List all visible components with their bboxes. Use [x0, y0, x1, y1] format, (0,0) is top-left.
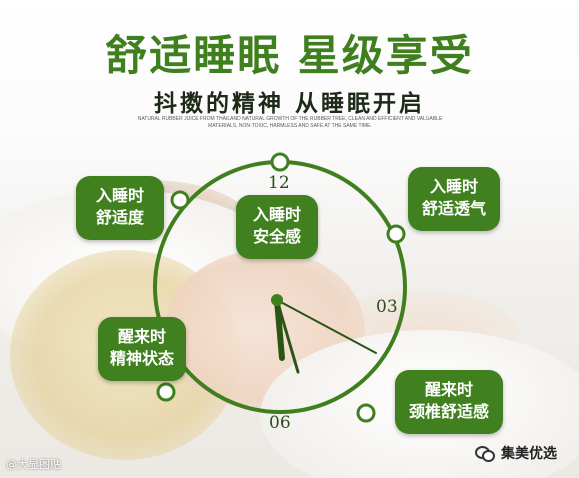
clock-dot-lower-right: [356, 403, 376, 423]
watermark-left: @大显图贴: [6, 458, 61, 471]
bubble-sleep-security: 入睡时 安全感: [236, 195, 318, 259]
bubble-line: 入睡时: [429, 177, 478, 196]
subheadline: 抖擞的精神 从睡眠开启: [153, 91, 425, 117]
wechat-icon: [475, 445, 495, 462]
clock-dot-upper-left: [170, 190, 190, 210]
clock-numeral-03: 03: [376, 297, 398, 317]
fine-print-line-2: MATERIALS, NON-TOXIC, HARMLESS AND SAFE …: [208, 123, 372, 129]
clock-hour-hand: [274, 297, 285, 361]
bubble-line: 舒适度: [95, 208, 144, 227]
clock-second-hand: [276, 299, 377, 354]
watermark-right: 集美优选: [475, 441, 557, 465]
clock-center-pin: [271, 294, 283, 306]
bubble-wake-neck-comfort: 醒来时 颈椎舒适感: [395, 370, 503, 434]
clock-dot-top: [270, 152, 290, 172]
bubble-sleep-breathable: 入睡时 舒适透气: [408, 167, 500, 231]
bubble-line: 颈椎舒适感: [408, 402, 489, 421]
bubble-line: 舒适透气: [421, 199, 486, 218]
bubble-line: 醒来时: [424, 380, 473, 399]
fine-print-line-1: NATURAL RUBBER JUICE FROM THAILAND NATUR…: [137, 116, 443, 122]
clock-dot-upper-right: [386, 224, 406, 244]
bubble-sleep-comfort: 入睡时 舒适度: [76, 176, 164, 240]
bubble-line: 安全感: [252, 227, 301, 246]
bubble-line: 精神状态: [109, 349, 174, 368]
clock-minute-hand: [275, 298, 300, 374]
clock-dot-lower-left: [156, 382, 176, 402]
headline: 舒适睡眠 星级享受: [105, 31, 474, 80]
bubble-line: 醒来时: [117, 327, 166, 346]
bubble-line: 入睡时: [95, 186, 144, 205]
clock-numeral-06: 06: [269, 413, 291, 433]
clock-numeral-12: 12: [268, 173, 290, 193]
watermark-right-text: 集美优选: [501, 446, 557, 462]
bubble-line: 入睡时: [252, 205, 301, 224]
bubble-wake-spirit: 醒来时 精神状态: [98, 317, 186, 381]
